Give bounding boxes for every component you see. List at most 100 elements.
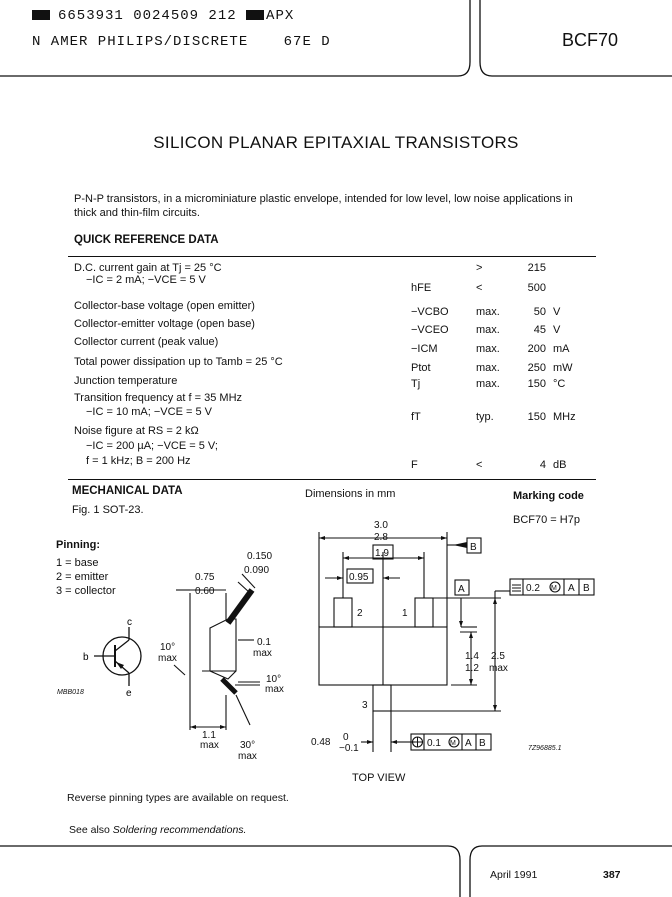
fcf-top-ref-a: A xyxy=(568,583,575,594)
dim-10deg: 10° xyxy=(160,642,175,653)
pin-2-label: 2 xyxy=(357,608,363,619)
qr-symbol: hFE xyxy=(411,282,432,294)
quick-reference-heading: QUICK REFERENCE DATA xyxy=(74,234,219,246)
qr-value: 45 xyxy=(533,324,546,336)
dim-10deg-max: max xyxy=(158,653,177,664)
qr-symbol: F xyxy=(411,459,418,471)
qr-unit: dB xyxy=(553,459,567,471)
side-view-drawing: 0.150 0.090 0.75 0.60 10° max 0.1 max 10… xyxy=(158,551,284,760)
qr-label: Collector-base voltage (open emitter) xyxy=(74,300,255,312)
qr-unit: MHz xyxy=(553,411,576,423)
qr-qualifier: max. xyxy=(476,362,500,374)
top-view-caption: TOP VIEW xyxy=(352,772,406,784)
pin-1-label: 1 xyxy=(402,608,408,619)
qr-qualifier: < xyxy=(476,459,483,471)
qr-qualifier: max. xyxy=(476,343,500,355)
qr-qualifier: < xyxy=(476,282,483,294)
dim-12: 1.2 xyxy=(465,663,479,674)
header-suffix: APX xyxy=(266,8,295,24)
dim-25-max: max xyxy=(489,663,508,674)
dim-0150: 0.150 xyxy=(247,551,272,562)
qr-label: f = 1 kHz; B = 200 Hz xyxy=(86,455,191,467)
qr-label: −IC = 10 mA; −VCE = 5 V xyxy=(86,406,212,418)
qr-value: 4 xyxy=(539,459,546,471)
qr-value: 200 xyxy=(527,343,546,355)
qr-label: Collector current (peak value) xyxy=(74,336,219,348)
header-code-2: 67E D xyxy=(283,34,331,50)
divider xyxy=(68,479,596,480)
soldering-link[interactable]: Soldering recommendations. xyxy=(112,824,247,836)
qr-label: −IC = 200 µA; −VCE = 5 V; xyxy=(86,440,218,452)
qr-value: 500 xyxy=(527,282,546,294)
divider xyxy=(68,256,596,257)
fcf-bottom-value: 0.1 xyxy=(427,738,441,749)
see-also-prefix: See also xyxy=(69,824,110,836)
dim-28: 2.8 xyxy=(374,532,388,543)
manufacturer: N AMER PHILIPS/DISCRETE xyxy=(32,34,249,50)
pinning-heading: Pinning: xyxy=(56,539,100,551)
dim-30: 3.0 xyxy=(374,520,388,531)
black-bar-icon xyxy=(246,10,265,21)
emitter-label: e xyxy=(126,688,132,699)
pin-3: 3 = collector xyxy=(56,585,116,597)
qr-label: Transition frequency at f = 35 MHz xyxy=(74,392,243,404)
drawing-code: 7Z96885.1 xyxy=(528,745,562,752)
fcf-top-ref-b: B xyxy=(583,583,590,594)
dim-30deg: 30° xyxy=(240,740,255,751)
black-bar-icon xyxy=(32,10,50,21)
part-number: BCF70 xyxy=(561,30,618,50)
header-manufacturer-line: N AMER PHILIPS/DISCRETE 67E D xyxy=(32,34,331,50)
marking-value: BCF70 = H7p xyxy=(513,514,580,526)
qr-qualifier: max. xyxy=(476,324,500,336)
dim-075: 0.75 xyxy=(195,572,215,583)
dim-11: 1.1 xyxy=(202,730,216,741)
reverse-pinning-note: Reverse pinning types are available on r… xyxy=(67,792,289,804)
base-label: b xyxy=(83,652,89,663)
footer-date: April 1991 xyxy=(490,869,538,881)
qr-qualifier: max. xyxy=(476,306,500,318)
qr-label: −IC = 2 mA; −VCE = 5 V xyxy=(86,274,206,286)
intro-text: P-N-P transistors, in a microminiature p… xyxy=(74,193,573,219)
dim-14: 1.4 xyxy=(465,651,479,662)
mechanical-heading: MECHANICAL DATA xyxy=(72,485,183,497)
svg-text:M: M xyxy=(551,585,557,592)
qr-value: 215 xyxy=(527,262,546,274)
dim-01-max: max xyxy=(253,648,272,659)
qr-label: Collector-emitter voltage (open base) xyxy=(74,318,255,330)
ref-a: A xyxy=(458,584,465,595)
qr-unit: V xyxy=(553,324,561,336)
qr-label: D.C. current gain at Tj = 25 °C xyxy=(74,262,222,274)
fcf-bottom-ref-a: A xyxy=(465,738,472,749)
header-code-line: 6653931 0024509 212 APX xyxy=(32,8,294,24)
qr-label: Junction temperature xyxy=(74,375,178,387)
pin-3-label: 3 xyxy=(362,700,368,711)
qr-qualifier: typ. xyxy=(476,411,494,423)
qr-symbol: fT xyxy=(411,411,421,423)
qr-unit: mW xyxy=(553,362,573,374)
header-code: 6653931 0024509 212 xyxy=(58,8,237,24)
svg-text:M: M xyxy=(450,740,456,747)
pin-2: 2 = emitter xyxy=(56,571,109,583)
dim-30deg-max: max xyxy=(238,751,257,760)
dim-10deg-b: 10° xyxy=(266,674,281,685)
pin-1: 1 = base xyxy=(56,557,99,569)
qr-symbol: −ICM xyxy=(411,343,438,355)
qr-unit: V xyxy=(553,306,561,318)
qr-symbol: Ptot xyxy=(411,362,431,374)
qr-value: 50 xyxy=(533,306,546,318)
fcf-bottom-ref-b: B xyxy=(479,738,486,749)
qr-value: 150 xyxy=(527,411,546,423)
dim-0090: 0.090 xyxy=(244,565,269,576)
qr-label: Total power dissipation up to Tamb = 25 … xyxy=(74,356,283,368)
dim-01: 0.1 xyxy=(257,637,271,648)
symbol-code: MBB018 xyxy=(57,689,84,696)
qr-qualifier: > xyxy=(476,262,483,274)
dim-095: 0.95 xyxy=(349,572,369,583)
page-number: 387 xyxy=(603,869,621,881)
dim-048-lower: −0.1 xyxy=(339,743,359,754)
dim-19: 1.9 xyxy=(375,548,389,559)
dim-048-upper: 0 xyxy=(343,732,349,743)
page-title: SILICON PLANAR EPITAXIAL TRANSISTORS xyxy=(153,133,519,152)
qr-label: Noise figure at RS = 2 kΩ xyxy=(74,425,199,437)
